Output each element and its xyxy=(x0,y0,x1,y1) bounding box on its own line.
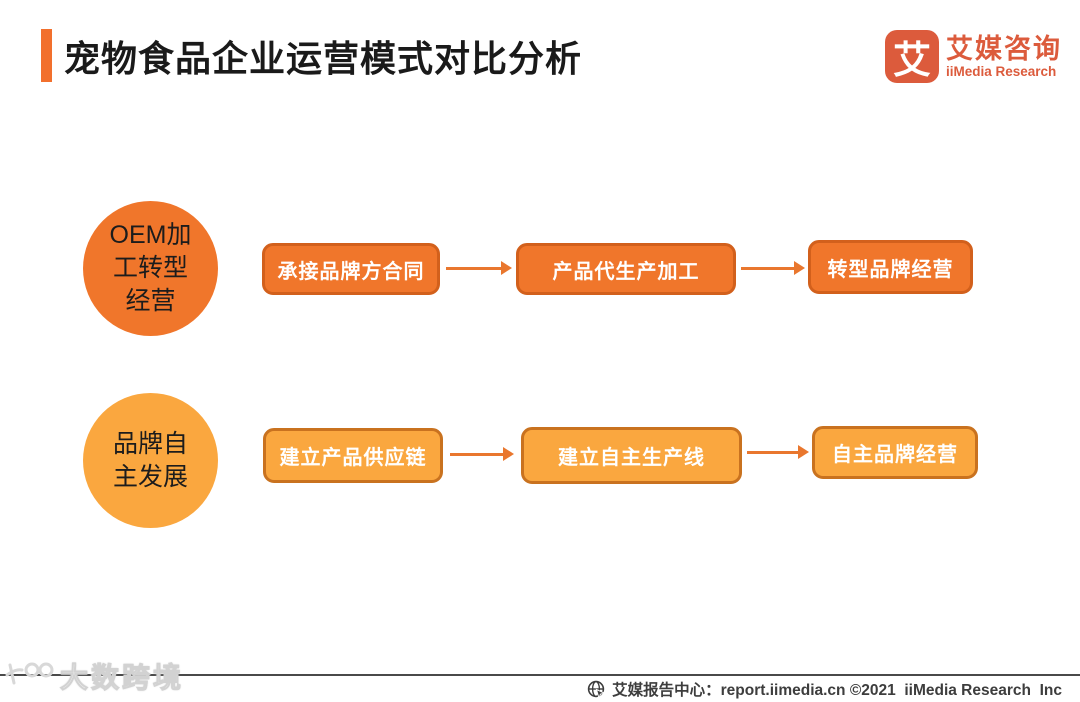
arrow-shaft xyxy=(747,450,800,454)
flow-step-box: 建立自主生产线 xyxy=(521,427,742,484)
flow-step-box: 转型品牌经营 xyxy=(808,240,973,294)
flow-circle-oem-line: 工转型 xyxy=(112,254,188,282)
flow-step-box: 自主品牌经营 xyxy=(812,426,978,479)
flow-step-label: 建立自主生产线 xyxy=(558,447,705,469)
arrow-right-icon xyxy=(450,447,514,461)
flow-circle-oem: OEM加 工转型 经营 xyxy=(83,201,218,336)
flow-circle-oem-line: 经营 xyxy=(125,287,176,315)
title-accent-bar xyxy=(41,29,52,82)
brand-name-en: iiMedia Research xyxy=(946,64,1057,79)
footer-text: 艾媒报告中心：report.iimedia.cn ©2021 iiMedia R… xyxy=(612,682,1062,699)
flow-step-box: 建立产品供应链 xyxy=(263,428,443,483)
arrow-head xyxy=(794,261,805,275)
arrow-right-icon xyxy=(747,445,809,459)
flow-step-box: 产品代生产加工 xyxy=(516,243,736,295)
arrow-shaft xyxy=(741,266,796,270)
flow-step-box: 承接品牌方合同 xyxy=(262,243,440,295)
watermark: 大数跨境 xyxy=(4,656,184,696)
flow-step-label: 产品代生产加工 xyxy=(552,260,700,283)
arrow-right-icon xyxy=(446,261,512,275)
iimedia-logo-icon: 艾 xyxy=(885,30,939,83)
arrow-shaft xyxy=(450,452,505,456)
footer: 艾媒报告中心：report.iimedia.cn ©2021 iiMedia R… xyxy=(587,678,1062,700)
flow-circle-brand: 品牌自 主发展 xyxy=(83,393,218,528)
brand-name: 艾媒咨询 iiMedia Research xyxy=(946,34,1062,79)
globe-cursor-icon xyxy=(587,680,607,699)
arrow-shaft xyxy=(446,266,503,270)
arrow-head xyxy=(798,445,809,459)
page-title: 宠物食品企业运营模式对比分析 xyxy=(64,38,583,79)
footer-divider xyxy=(0,674,1080,676)
flow-step-label: 自主品牌经营 xyxy=(832,444,958,466)
watermark-logo-icon xyxy=(5,662,54,685)
flow-circle-brand-line: 品牌自 xyxy=(112,429,188,458)
brand-name-cn: 艾媒咨询 xyxy=(946,34,1062,64)
arrow-head xyxy=(503,447,514,461)
flow-step-label: 承接品牌方合同 xyxy=(277,260,425,283)
arrow-head xyxy=(501,261,512,275)
watermark-text: 大数跨境 xyxy=(59,662,185,694)
arrow-right-icon xyxy=(741,261,805,275)
brand-logo: 艾 艾媒咨询 iiMedia Research xyxy=(885,30,1062,83)
flow-circle-oem-line: OEM加 xyxy=(109,221,192,249)
flow-step-label: 建立产品供应链 xyxy=(279,447,427,469)
flow-circle-brand-line: 主发展 xyxy=(112,462,188,491)
flow-step-label: 转型品牌经营 xyxy=(827,258,954,281)
